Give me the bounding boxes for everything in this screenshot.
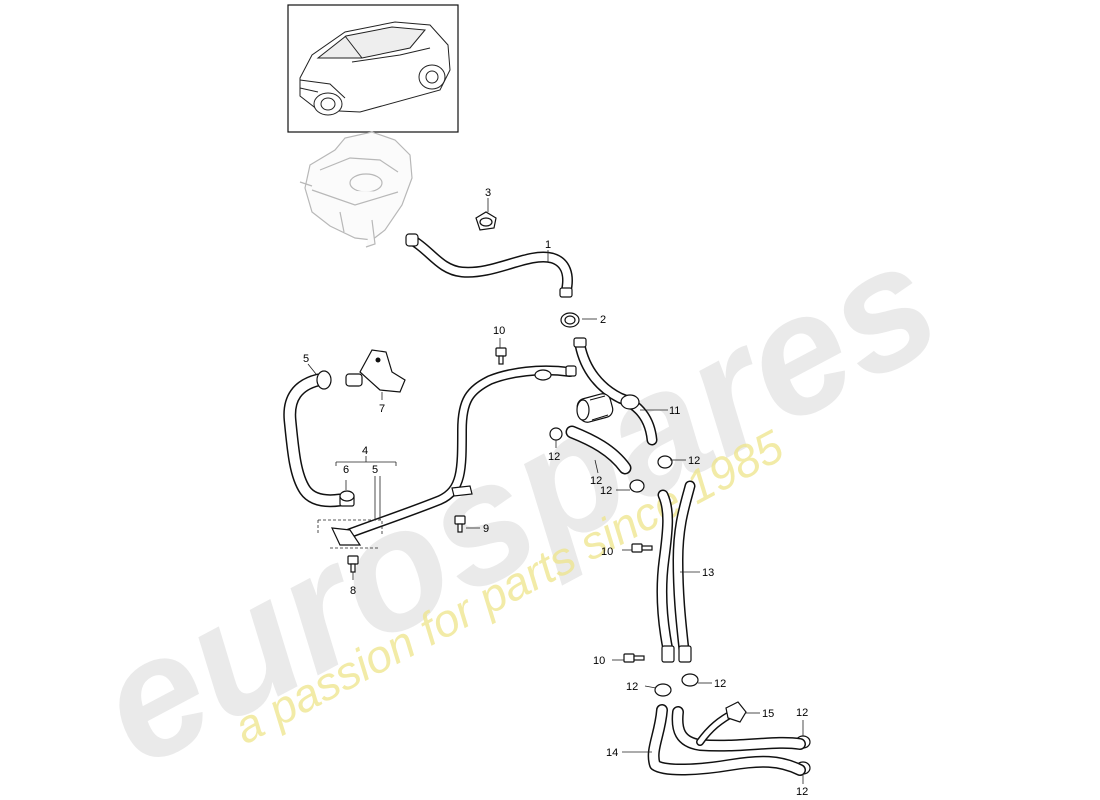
- bolt-10-top: [495, 347, 507, 365]
- bolt-10-mid: [631, 543, 653, 553]
- bolt-8: [347, 555, 359, 573]
- callout-4: 4: [362, 445, 368, 457]
- callout-13: 12: [590, 475, 602, 487]
- bolt-9: [454, 515, 466, 533]
- flange-7: [345, 349, 406, 393]
- callout-2: 2: [600, 314, 606, 326]
- callout-11: 11: [669, 405, 680, 417]
- callout-7: 7: [379, 403, 385, 415]
- hose-1: [405, 233, 573, 298]
- car-suv-icon: [299, 21, 451, 116]
- callout-15: 14: [606, 747, 618, 759]
- expansion-tank: [299, 131, 413, 248]
- callout-6: 6: [343, 464, 349, 476]
- callout-labels: 1 2 3 4 5 5 6 7 8 9 10 10 10 11 12 12 12…: [303, 187, 808, 798]
- callout-12g: 12: [796, 786, 808, 798]
- callout-10b: 10: [601, 546, 613, 558]
- callout-12d: 12: [626, 681, 638, 693]
- bracket-4: [317, 485, 473, 549]
- hose-5: [283, 370, 347, 508]
- hose-14: [656, 480, 696, 663]
- callout-16: 15: [762, 708, 774, 720]
- connector-piece: [576, 393, 614, 423]
- callout-10c: 10: [593, 655, 605, 667]
- vehicle-thumbnail: [287, 4, 459, 133]
- callout-12a: 12: [548, 451, 560, 463]
- hose-15: [647, 704, 806, 776]
- watermark-logo: eurospares: [68, 205, 966, 800]
- callout-8: 8: [350, 585, 356, 597]
- hose-11: [573, 337, 658, 446]
- callout-5b: 5: [372, 464, 378, 476]
- callout-10a: 10: [493, 325, 505, 337]
- callout-3: 3: [485, 187, 491, 199]
- hose-13: [565, 425, 632, 475]
- callout-12c: 12: [600, 485, 612, 497]
- callout-1: 1: [545, 239, 551, 251]
- callout-12b: 12: [688, 455, 700, 467]
- watermark: eurospares a passion for parts since 198…: [68, 205, 966, 800]
- callout-14: 13: [702, 567, 714, 579]
- clamp-3: [475, 211, 497, 231]
- callout-5a: 5: [303, 353, 309, 365]
- clip-16: [725, 701, 747, 723]
- bolt-10-low: [623, 653, 645, 663]
- callout-12e: 12: [714, 678, 726, 690]
- long-hose: [340, 365, 577, 540]
- leader-lines: [307, 198, 804, 784]
- clamp-2: [560, 312, 580, 328]
- callout-9: 9: [483, 523, 489, 535]
- callout-12f: 12: [796, 707, 808, 719]
